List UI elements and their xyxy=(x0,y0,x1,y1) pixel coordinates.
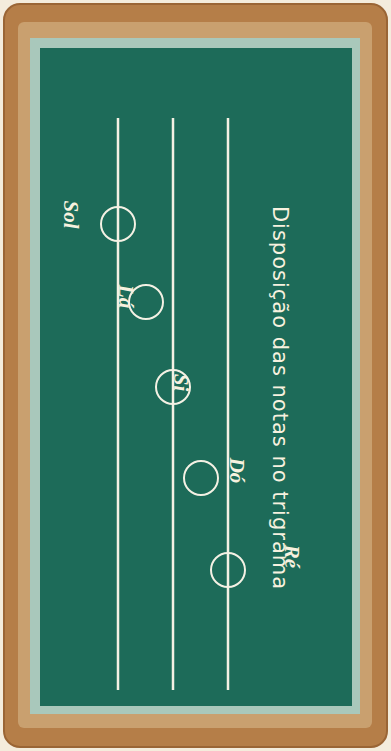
note-name: Ré xyxy=(279,544,304,567)
note-name: Si xyxy=(168,373,193,391)
note-name: Lá xyxy=(113,284,138,307)
note-name: Dó xyxy=(224,457,249,483)
note-name: Sol xyxy=(57,200,82,228)
board-title: Disposição das notas no trigrama xyxy=(268,206,292,590)
